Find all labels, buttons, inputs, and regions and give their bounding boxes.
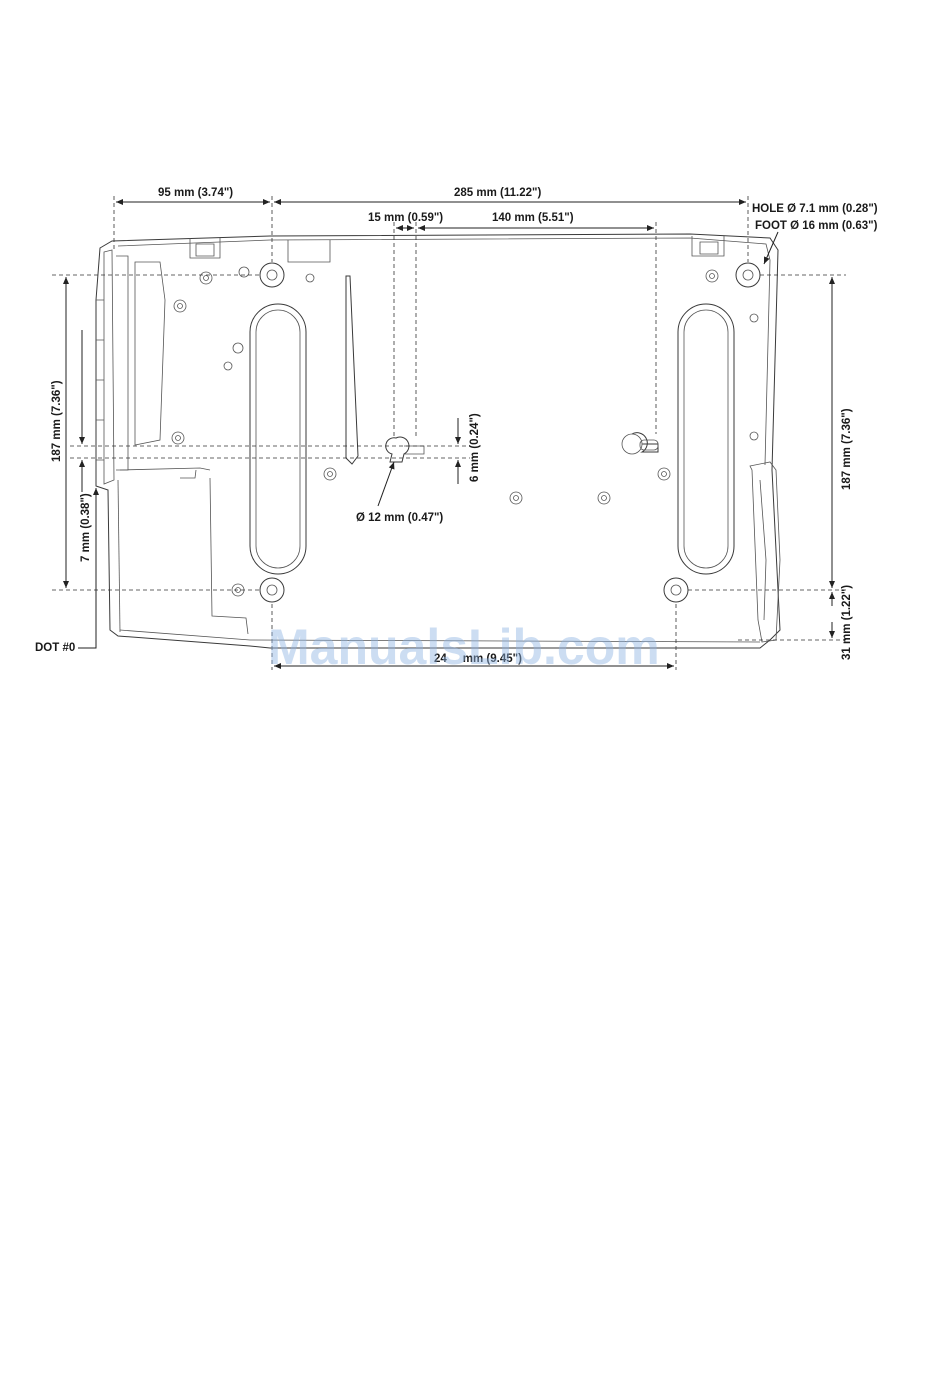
dim-285-label: 285 mm (11.22") — [454, 187, 541, 199]
keyhole-left — [386, 437, 424, 462]
foot-bottom-left — [260, 578, 284, 602]
dim-187-right-label: 187 mm (7.36") — [841, 408, 853, 490]
foot-label: FOOT Ø 16 mm (0.63") — [755, 220, 878, 232]
dim-31-label: 31 mm (1.22") — [841, 585, 853, 660]
screws — [172, 267, 758, 596]
left-slot — [250, 304, 306, 574]
hole-label: HOLE Ø 7.1 mm (0.28") — [752, 203, 878, 215]
diagonal-rib — [346, 276, 358, 464]
foot-top-right — [736, 263, 760, 287]
dim-7-label: 7 mm (0.38") — [80, 493, 92, 562]
watermark: ManualsLib.com — [268, 619, 660, 675]
foot-bottom-right — [664, 578, 688, 602]
dim-95-label: 95 mm (3.74") — [158, 187, 233, 199]
dim-140-label: 140 mm (5.51") — [492, 212, 574, 224]
foot-top-left — [260, 263, 284, 287]
right-slot — [678, 304, 734, 574]
dot-label: DOT #0 — [35, 642, 75, 654]
dimension-arrows — [66, 202, 832, 666]
dim-187-left-label: 187 mm (7.36") — [51, 380, 63, 462]
dim-15-label: 15 mm (0.59") — [368, 212, 443, 224]
device-outline — [96, 234, 780, 648]
extension-lines — [52, 196, 846, 670]
dim-6-label: 6 mm (0.24") — [469, 413, 481, 482]
keyhole-right — [622, 433, 658, 454]
dim-12-label: Ø 12 mm (0.47") — [356, 512, 443, 524]
